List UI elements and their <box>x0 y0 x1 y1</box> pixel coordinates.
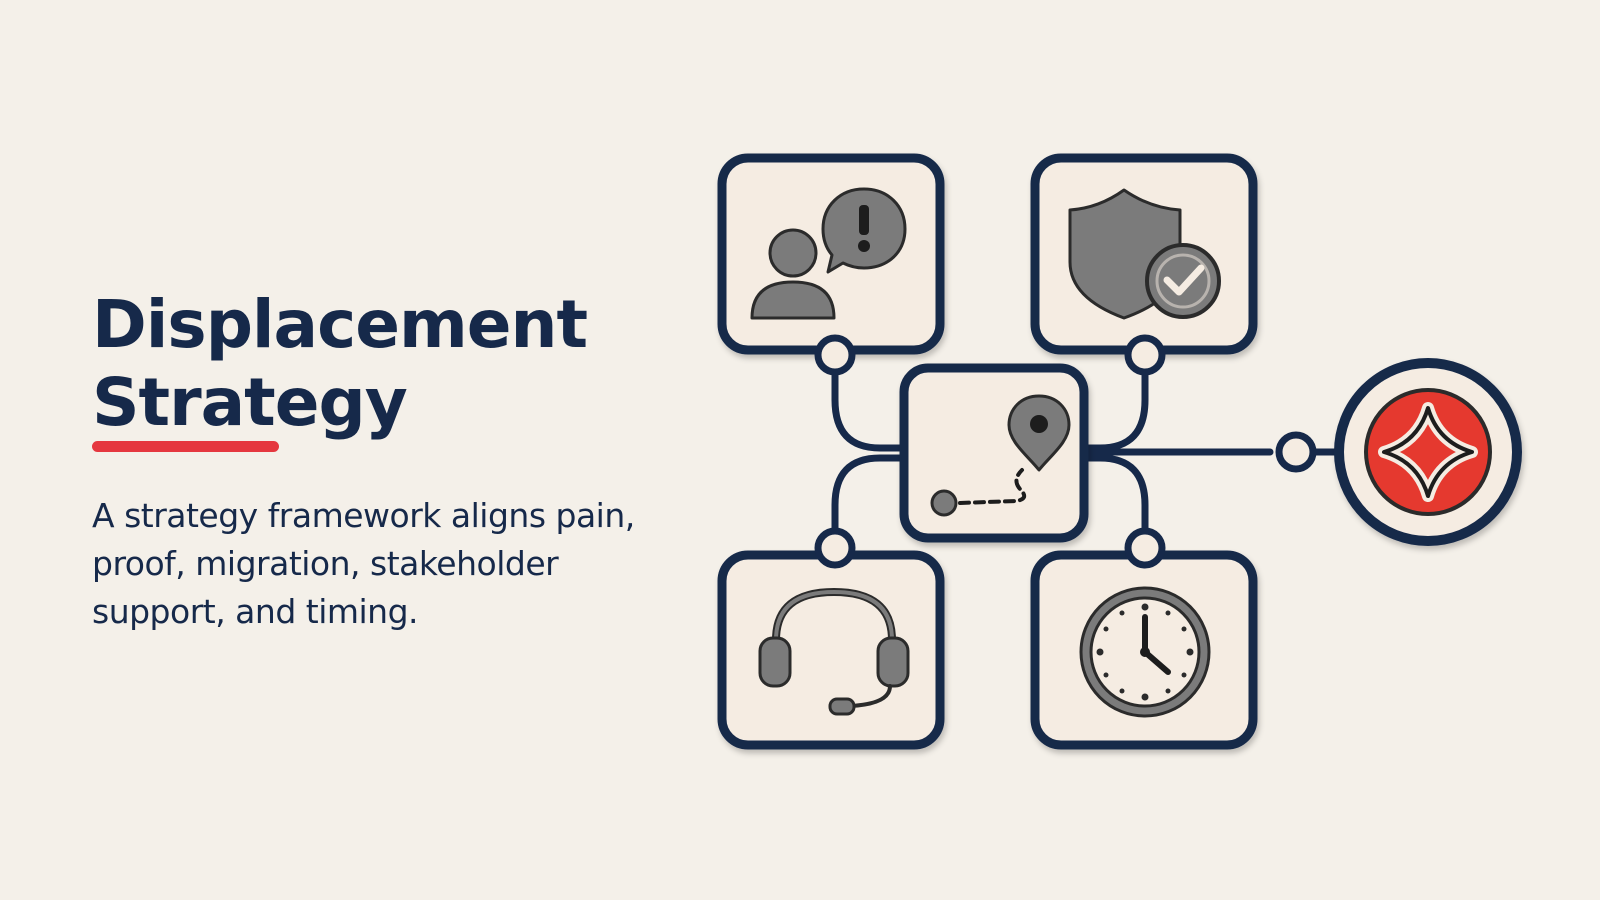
proof-node <box>1030 153 1258 355</box>
pain-node <box>717 153 945 355</box>
slide-description: A strategy framework aligns pain, proof,… <box>92 496 635 631</box>
title-line-1: Displacement <box>92 286 588 363</box>
clock-icon <box>1079 586 1211 718</box>
page-title: Displacement Strategy <box>92 286 588 442</box>
connector-rings <box>814 334 1317 569</box>
person-alert-speech-icon <box>750 187 907 320</box>
connector-lines <box>831 354 1339 544</box>
stakeholder-support-node <box>717 550 945 750</box>
timing-node <box>1030 550 1258 750</box>
outcome-node <box>1334 358 1522 546</box>
title-underline-accent <box>92 441 279 452</box>
shield-check-icon <box>1068 188 1221 320</box>
route-map-pin-icon <box>930 394 1071 517</box>
title-line-2: Strategy <box>92 364 408 441</box>
headset-icon <box>758 587 910 716</box>
migration-node <box>899 363 1089 543</box>
